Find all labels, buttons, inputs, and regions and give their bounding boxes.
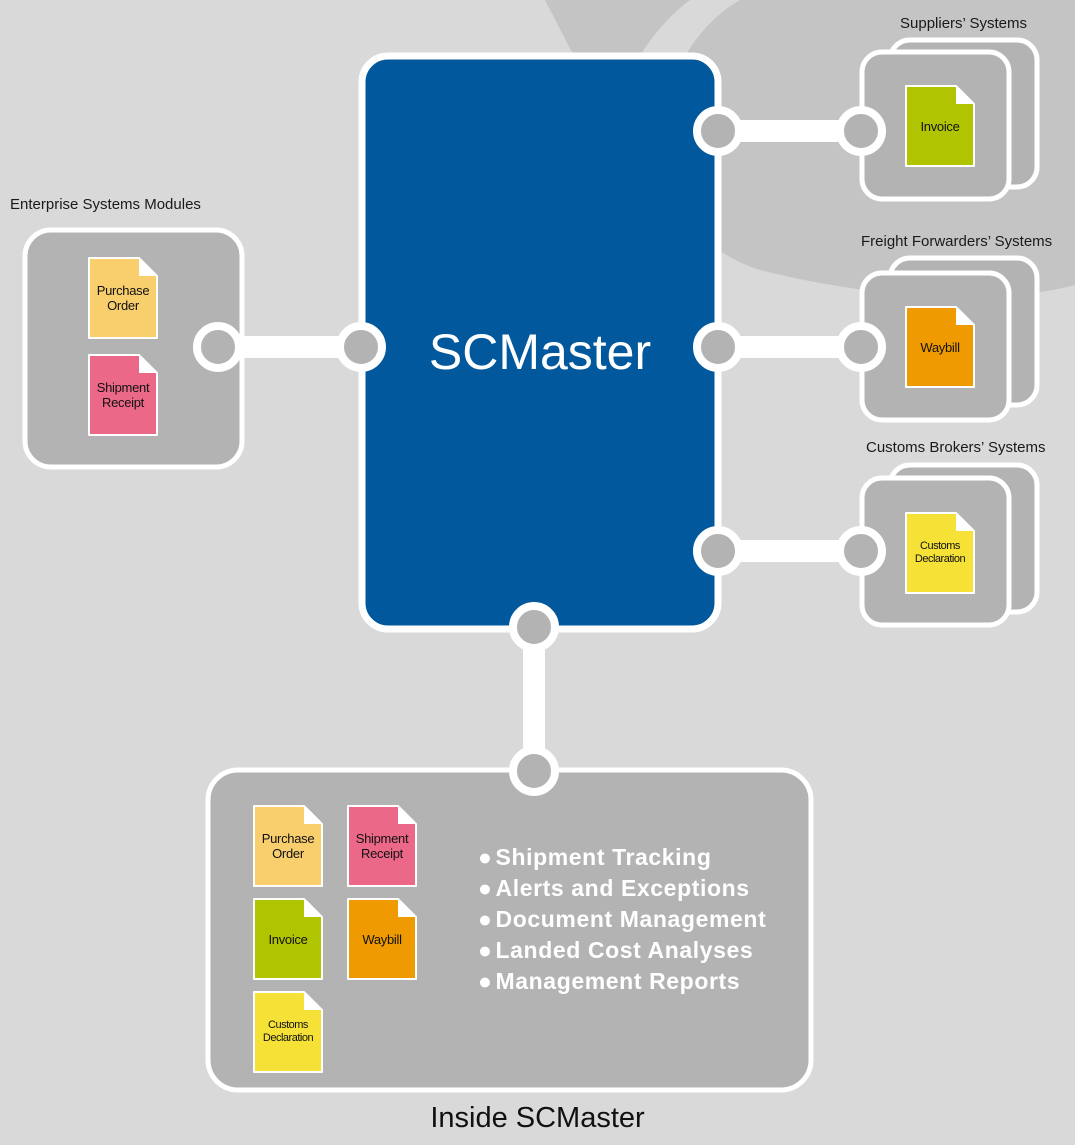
node-enterprise-left [193,322,243,372]
inside-purchase-order-icon-fold [304,806,322,824]
suppliers-invoice-icon-fold [956,86,974,104]
inside-invoice-icon [253,898,323,980]
feature-item: Shipment Tracking [478,842,766,873]
enterprise-purchase-order-label: Purchase Order [96,283,150,313]
feature-item: Landed Cost Analyses [478,935,766,966]
enterprise-shipment-receipt-label: Shipment Receipt [96,380,150,410]
inside-shipment-receipt-icon [347,805,417,887]
enterprise-shipment-receipt-icon-fold [139,355,157,373]
feature-item: Document Management [478,904,766,935]
customs-declaration-icon [905,512,975,594]
connectors [215,120,858,772]
node-forwarders-left [693,322,743,372]
enterprise-shipment-receipt-icon [88,354,158,436]
inside-purchase-order-icon [253,805,323,887]
customs-declaration-icon-fold [956,513,974,531]
customs-declaration-label: Customs Declaration [914,540,966,565]
forwarders-waybill-icon-fold [956,307,974,325]
inside-invoice-label: Invoice [268,931,308,947]
node-customs-left [693,526,743,576]
inside-invoice-icon-fold [304,899,322,917]
connector-nodes [193,106,886,796]
inside-shipment-receipt-label: Shipment Receipt [355,831,409,861]
node-inside-top [509,602,559,652]
enterprise-label: Enterprise Systems Modules [10,196,201,213]
connector-bar-enterprise [215,336,363,358]
connector-bar-suppliers [718,120,858,142]
feature-item: Management Reports [478,966,766,997]
feature-list: Shipment Tracking Alerts and Exceptions … [478,842,766,997]
core-title: SCMaster [428,324,652,380]
node-forwarders-right [836,322,886,372]
suppliers-invoice-icon [905,85,975,167]
connector-bar-customs [718,540,858,562]
forwarders-label: Freight Forwarders’ Systems [861,233,1053,250]
node-suppliers-right [836,106,886,156]
inside-title: Inside SCMaster [430,1102,645,1134]
feature-item: Alerts and Exceptions [478,873,766,904]
inside-waybill-icon [347,898,417,980]
forwarders-waybill-icon [905,306,975,388]
inside-shipment-receipt-icon-fold [398,806,416,824]
inside-waybill-icon-fold [398,899,416,917]
suppliers-label: Suppliers’ Systems [900,15,1027,32]
enterprise-purchase-order-icon-fold [139,258,157,276]
connector-bar-inside [523,626,545,772]
node-enterprise-right [336,322,386,372]
customs-label: Customs Brokers’ Systems [866,439,1046,456]
suppliers-invoice-label: Invoice [920,118,960,134]
inside-customs-declaration-icon-fold [304,992,322,1010]
document-icons [88,85,975,1073]
inside-customs-declaration-label: Customs Declaration [262,1019,314,1044]
forwarders-waybill-label: Waybill [920,339,960,355]
inside-purchase-order-label: Purchase Order [261,831,315,861]
node-inside-bottom [509,746,559,796]
inside-customs-declaration-icon [253,991,323,1073]
enterprise-purchase-order-icon [88,257,158,339]
node-suppliers-left [693,106,743,156]
node-customs-right [836,526,886,576]
connector-bar-forwarders [718,336,858,358]
inside-waybill-label: Waybill [362,931,402,947]
